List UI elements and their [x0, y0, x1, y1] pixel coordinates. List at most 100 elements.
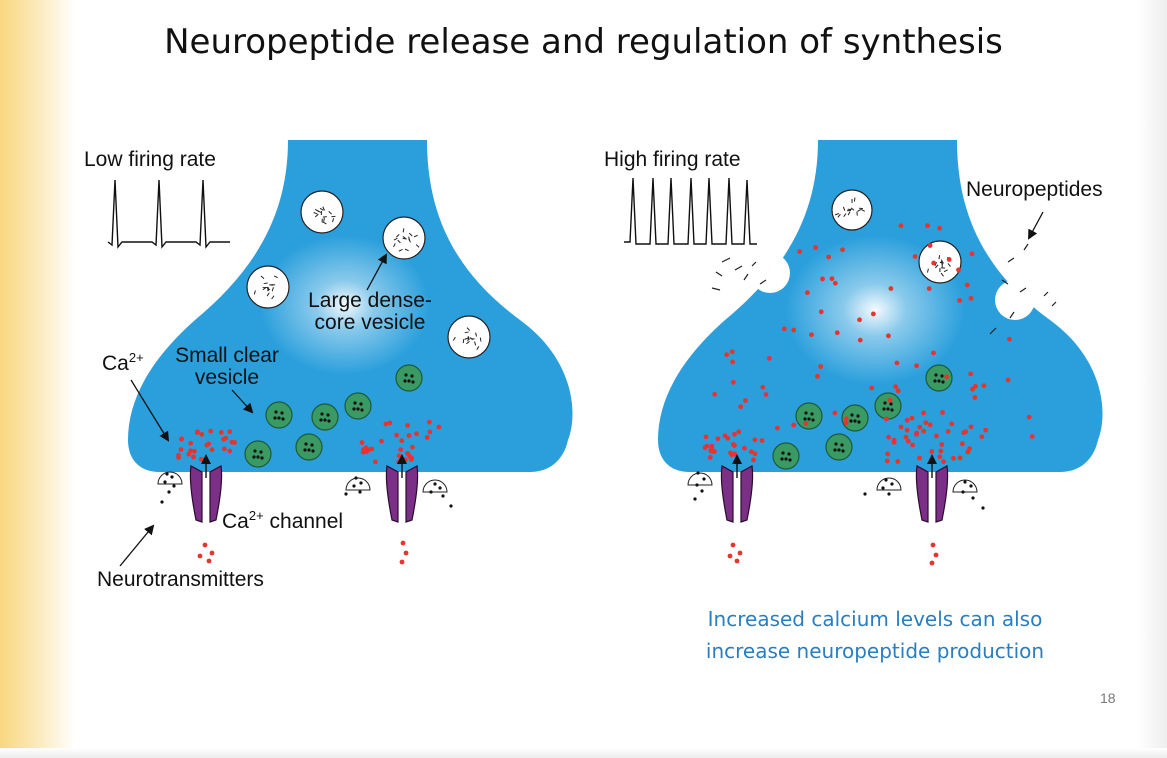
calcium-ion [712, 391, 718, 397]
neuropeptide-dash [734, 265, 743, 271]
neurotransmitter-dot [856, 414, 860, 418]
calcium-ion [944, 374, 950, 380]
calcium-ion [734, 558, 740, 564]
neuropeptide-dash [266, 286, 270, 291]
neuropeptide-dash [393, 243, 396, 248]
neuropeptide-dash [1023, 243, 1029, 251]
neuropeptide-dash [323, 217, 325, 222]
calcium-ion [803, 420, 809, 426]
calcium-ion [179, 436, 184, 442]
neurotransmitter-dot [433, 482, 437, 486]
neuropeptide-dash [452, 336, 456, 341]
neurotransmitter-dot [252, 455, 256, 459]
neuropeptide-dash [398, 248, 403, 252]
neuropeptide-dash [404, 248, 409, 252]
calcium-ion [751, 457, 756, 463]
neurotransmitter-dot [807, 417, 811, 421]
neuropeptide-dash [927, 268, 929, 273]
neuropeptide-dash [271, 287, 274, 292]
calcium-ion [396, 459, 402, 465]
neurotransmitter-dot [695, 483, 699, 487]
neurotransmitter-dot [784, 457, 788, 461]
vesicle-pocket [952, 479, 978, 493]
neuropeptide-dash [393, 237, 398, 241]
calcium-ion [364, 449, 369, 455]
calcium-ion [724, 352, 730, 358]
neuropeptide-label-arrow [1028, 211, 1044, 240]
calcium-ion [981, 383, 987, 389]
neuropeptide-dash [262, 286, 267, 291]
calcium-label: Ca2+ [102, 350, 144, 375]
neuropeptides-label: Neuropeptides [966, 178, 1103, 201]
neuropeptide-dash [464, 331, 469, 334]
calcium-ion [730, 542, 736, 548]
calcium-ion [725, 435, 731, 441]
calcium-ion [208, 428, 214, 434]
calcium-ion [945, 429, 951, 434]
calcium-ion [814, 373, 820, 379]
slide-left-accent [0, 0, 75, 758]
channel-subunit [740, 465, 754, 523]
neurotransmitter-dot [804, 411, 808, 415]
high-firing-spike-trace [624, 177, 757, 245]
neuropeptide-dash [313, 212, 318, 215]
neurotransmitter-dot [781, 451, 785, 455]
small-vesicle-membrane [825, 433, 853, 461]
neuropeptide-dash [319, 207, 324, 211]
calcium-ion [843, 420, 849, 426]
neuropeptide-dash [474, 341, 477, 346]
vesicle-pocket [687, 472, 713, 486]
caption: Increased calcium levels can also increa… [640, 603, 1110, 667]
calcium-ion [931, 260, 937, 266]
dense-core-vesicle [831, 189, 873, 231]
neurotransmitter-dot [352, 407, 356, 411]
calcium-ion [369, 446, 375, 452]
vesicle-pocket [157, 471, 183, 485]
calcium-ion [394, 432, 399, 438]
dcv-membrane [447, 315, 491, 359]
small-vesicle-membrane [311, 403, 339, 431]
neurotransmitter-dot [449, 504, 453, 508]
neuropeptide-dash [263, 282, 268, 285]
neurotransmitter-dot [411, 380, 415, 384]
calcium-ion [221, 446, 227, 452]
calcium-ion [969, 251, 975, 257]
calcium-ion [818, 309, 824, 315]
calcium-ion [929, 560, 935, 566]
low-firing-rate-label: Low firing rate [84, 148, 216, 171]
calcium-ion [403, 550, 409, 556]
neuropeptide-dash [853, 197, 856, 202]
calcium-ion [232, 440, 237, 445]
neurotransmitter-dot [280, 411, 284, 415]
fusing-small-vesicle [422, 479, 453, 508]
calcium-ion [797, 249, 803, 254]
neurotransmitter-dot [281, 417, 285, 421]
neurotransmitter-dot [273, 416, 277, 420]
neurotransmitter-dot [307, 448, 311, 452]
calcium-ion [436, 424, 442, 430]
neuropeptide-dash [759, 279, 767, 285]
dcv-label-line2: core vesicle [315, 311, 426, 334]
neurotransmitter-dot [981, 506, 985, 510]
calcium-ion [763, 392, 769, 397]
dcv-label-line1: Large dense- [308, 289, 432, 312]
neurotransmitter-dot [841, 449, 845, 453]
calcium-ion [917, 455, 922, 461]
neuropeptide-dash [940, 272, 944, 277]
calcium-ion [209, 447, 215, 453]
neuropeptide-dash [1051, 301, 1057, 307]
neuropeptide-dash [479, 337, 482, 342]
calcium-ion [895, 388, 901, 394]
neuropeptide-dash [402, 237, 407, 240]
small-vesicle-label-arrow [231, 389, 254, 414]
calcium-ion [891, 437, 897, 443]
calcium-ion [957, 298, 963, 303]
neurotransmitter-dot [882, 407, 886, 411]
neurotransmitter-dot [833, 448, 837, 452]
calcium-ion [832, 280, 838, 286]
calcium-ion [949, 421, 955, 427]
neurotransmitter-dot [403, 379, 407, 383]
calcium-ion [424, 435, 430, 440]
calcium-ion [372, 459, 378, 465]
